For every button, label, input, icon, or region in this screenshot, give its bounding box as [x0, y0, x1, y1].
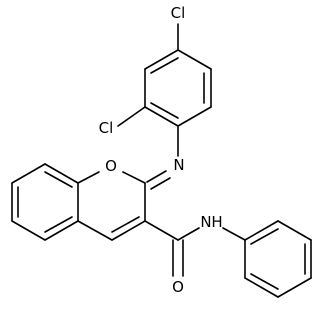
bond	[11, 163, 46, 184]
atom-label-cl-ortho: Cl	[99, 119, 114, 137]
bond	[44, 171, 73, 188]
bond	[146, 170, 167, 183]
bond	[111, 216, 140, 233]
bond	[111, 220, 146, 241]
bond	[122, 171, 146, 184]
bond	[144, 49, 179, 70]
bond	[250, 273, 279, 290]
bond	[277, 220, 312, 241]
bond	[77, 171, 100, 184]
bond	[44, 163, 79, 184]
atom-label-h-amide: H	[211, 213, 222, 231]
bond-c-cl-ortho	[117, 106, 146, 127]
bond	[150, 57, 179, 74]
bond	[150, 102, 179, 119]
bond	[150, 177, 171, 190]
bond	[277, 277, 312, 298]
bond-lines	[11, 23, 312, 298]
atom-label-cl-top: Cl	[171, 4, 186, 22]
bond	[11, 220, 46, 241]
bond	[44, 216, 73, 233]
bond	[177, 106, 212, 127]
atom-label-n-imine: N	[173, 156, 184, 174]
bond	[177, 227, 200, 241]
bond	[222, 227, 246, 241]
bond	[177, 49, 212, 70]
bond	[244, 277, 279, 298]
bond	[44, 220, 79, 241]
bond	[250, 228, 279, 245]
bond	[77, 220, 113, 241]
bond	[144, 220, 179, 241]
atom-labels: Cl Cl N O N H O	[99, 4, 223, 296]
atom-label-n-amide: N	[200, 213, 211, 231]
bond	[244, 220, 279, 241]
bond	[144, 106, 179, 127]
atom-label-o-ring: O	[105, 157, 117, 175]
atom-label-o-carbonyl: O	[172, 278, 184, 296]
